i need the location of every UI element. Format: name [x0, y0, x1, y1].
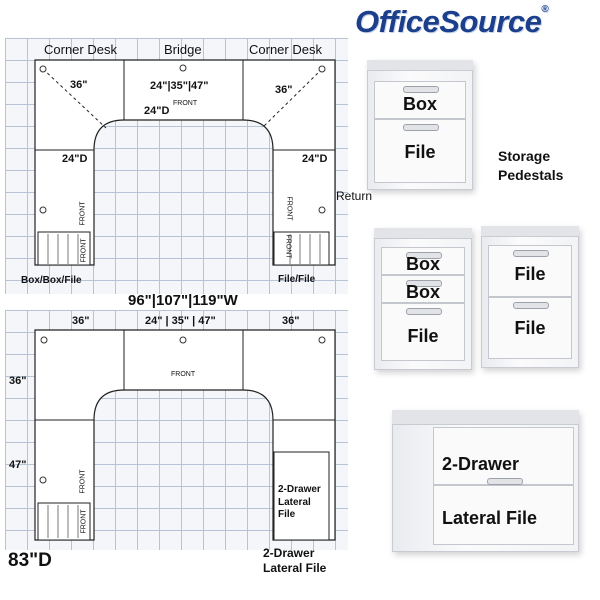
bottom-bridge-front: FRONT [171, 371, 196, 378]
drawer-label: Box [402, 94, 437, 114]
storage-pedestals-title: Storage Pedestals [498, 148, 564, 183]
lateral-file-inside: 2-Drawer Lateral File [278, 484, 321, 520]
drawer-label: Box [405, 254, 440, 274]
left-pedestal-front: FRONT [80, 238, 88, 263]
corner-left-dim: 36" [70, 79, 88, 91]
bottom-dim-side-bottom: 47" [9, 459, 27, 471]
bridge-depth: 24"D [144, 105, 170, 117]
bridge-label: Bridge [164, 42, 202, 57]
drawer-label: File [514, 264, 546, 284]
drawer-label: File [514, 318, 546, 338]
pedestal-drawer: Box [374, 81, 466, 119]
left-return-front: FRONT [79, 201, 87, 226]
corner-desk-left-label: Corner Desk [44, 42, 117, 57]
logo-text: OfficeSource [355, 4, 542, 39]
bottom-dim-side-top: 36" [9, 375, 27, 387]
bridge-widths: 24"|35"|47" [150, 80, 209, 92]
bottom-pedestal-front: FRONT [80, 509, 88, 534]
pedestal-drawer: File [381, 303, 465, 361]
two-drawer-lateral-file: 2-Drawer Lateral File [392, 410, 579, 552]
bottom-return-front: FRONT [79, 469, 87, 494]
lateral-file-caption: 2-Drawer Lateral File [263, 546, 327, 575]
pedestal-drawer: File [488, 245, 572, 297]
left-return-depth: 24"D [62, 153, 88, 165]
right-return-depth: 24"D [302, 153, 328, 165]
lateral-drawer: Lateral File [433, 485, 574, 545]
right-pedestal-front: FRONT [284, 234, 292, 259]
bottom-dim-left: 36" [72, 315, 90, 327]
bridge-front-label: FRONT [173, 100, 198, 107]
bottom-dim-right: 36" [282, 315, 300, 327]
overall-width: 96"|107"|119"W [128, 292, 238, 309]
pedestal-drawer: File [374, 119, 466, 183]
bottom-dim-middle: 24" | 35" | 47" [145, 315, 216, 327]
drawer-label: File [404, 142, 436, 162]
pedestal-drawer: File [488, 297, 572, 359]
storage-pedestal-box-box-file: Box Box File [374, 228, 472, 370]
storage-pedestal-file-file: File File [481, 226, 579, 368]
lateral-drawer: 2-Drawer [433, 427, 574, 485]
corner-right-dim: 36" [275, 84, 293, 96]
storage-pedestal-box-file: Box File [367, 60, 473, 190]
right-pedestal-caption: File/File [278, 274, 316, 285]
return-label: Return [336, 189, 373, 203]
corner-desk-right-label: Corner Desk [249, 42, 322, 57]
overall-depth: 83"D [8, 550, 52, 571]
drawer-label: File [407, 326, 439, 346]
registered-mark: ® [541, 4, 549, 15]
drawer-label: Box [405, 282, 440, 302]
left-pedestal-caption: Box/Box/File [21, 275, 82, 286]
right-return-front: FRONT [285, 196, 293, 221]
drawer-label: Lateral File [442, 508, 538, 528]
pedestal-drawer: Box [381, 275, 465, 303]
pedestal-drawer: Box [381, 247, 465, 275]
officesource-logo: OfficeSource® [355, 4, 549, 40]
drawer-label: 2-Drawer [442, 454, 520, 474]
